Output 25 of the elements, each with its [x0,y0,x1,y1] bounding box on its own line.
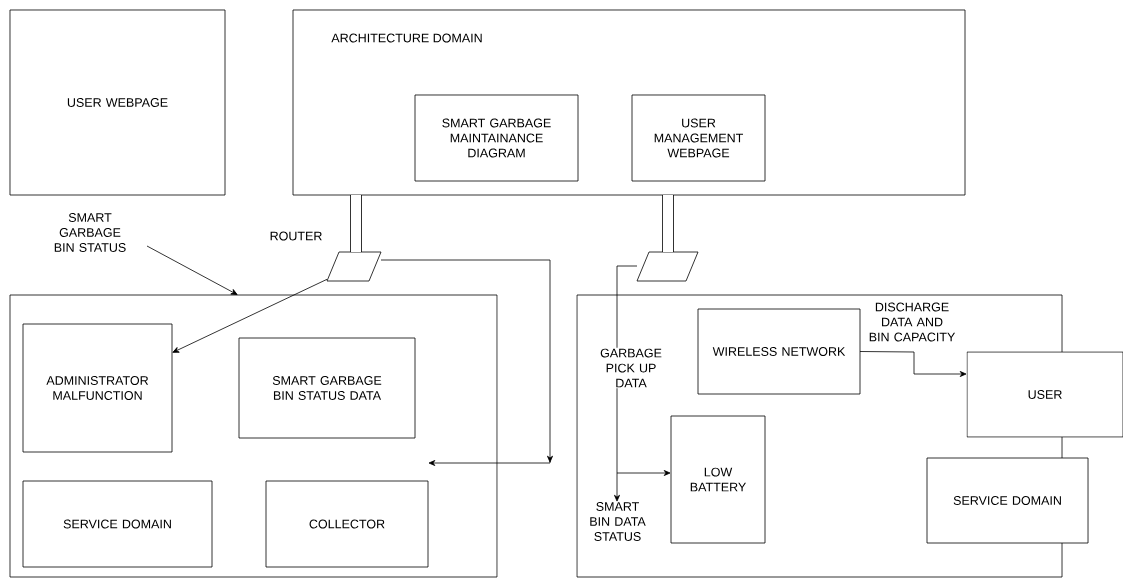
process-box: USER MANAGEMENT WEBPAGE [631,94,766,182]
process-box: SMART GARBAGE BIN STATUS DATA [238,337,416,439]
process-box: SERVICE DOMAIN [22,480,213,568]
process-box: SERVICE DOMAIN [926,457,1089,544]
process-box: USER WEBPAGE [9,9,226,196]
arrow [172,278,328,353]
empty-box [9,294,498,578]
process-box: ADMINISTRATOR MALFUNCTION [22,323,173,453]
router-symbol [326,251,382,282]
process-box: WIRELESS NETWORK [697,308,861,395]
arrow [380,259,553,466]
router-symbol [636,251,699,282]
text-label: SMART BIN DATA STATUS [590,502,646,541]
edge-label: DISCHARGE DATA AND BIN CAPACITY [866,301,958,343]
process-box: SMART GARBAGE MAINTAINANCE DIAGRAM [414,94,579,182]
text-label: ROUTER [270,231,322,241]
process-box: COLLECTOR [265,480,429,568]
edge-label: GARBAGE PICK UP DATA [595,347,667,389]
arrow [616,470,671,476]
empty-box [576,294,1063,578]
process-box: USER [966,351,1123,438]
text-label: SMART GARBAGE BIN STATUS [54,213,126,252]
arrow [859,351,967,377]
arrow [146,245,238,295]
process-box: LOW BATTERY [670,415,766,544]
